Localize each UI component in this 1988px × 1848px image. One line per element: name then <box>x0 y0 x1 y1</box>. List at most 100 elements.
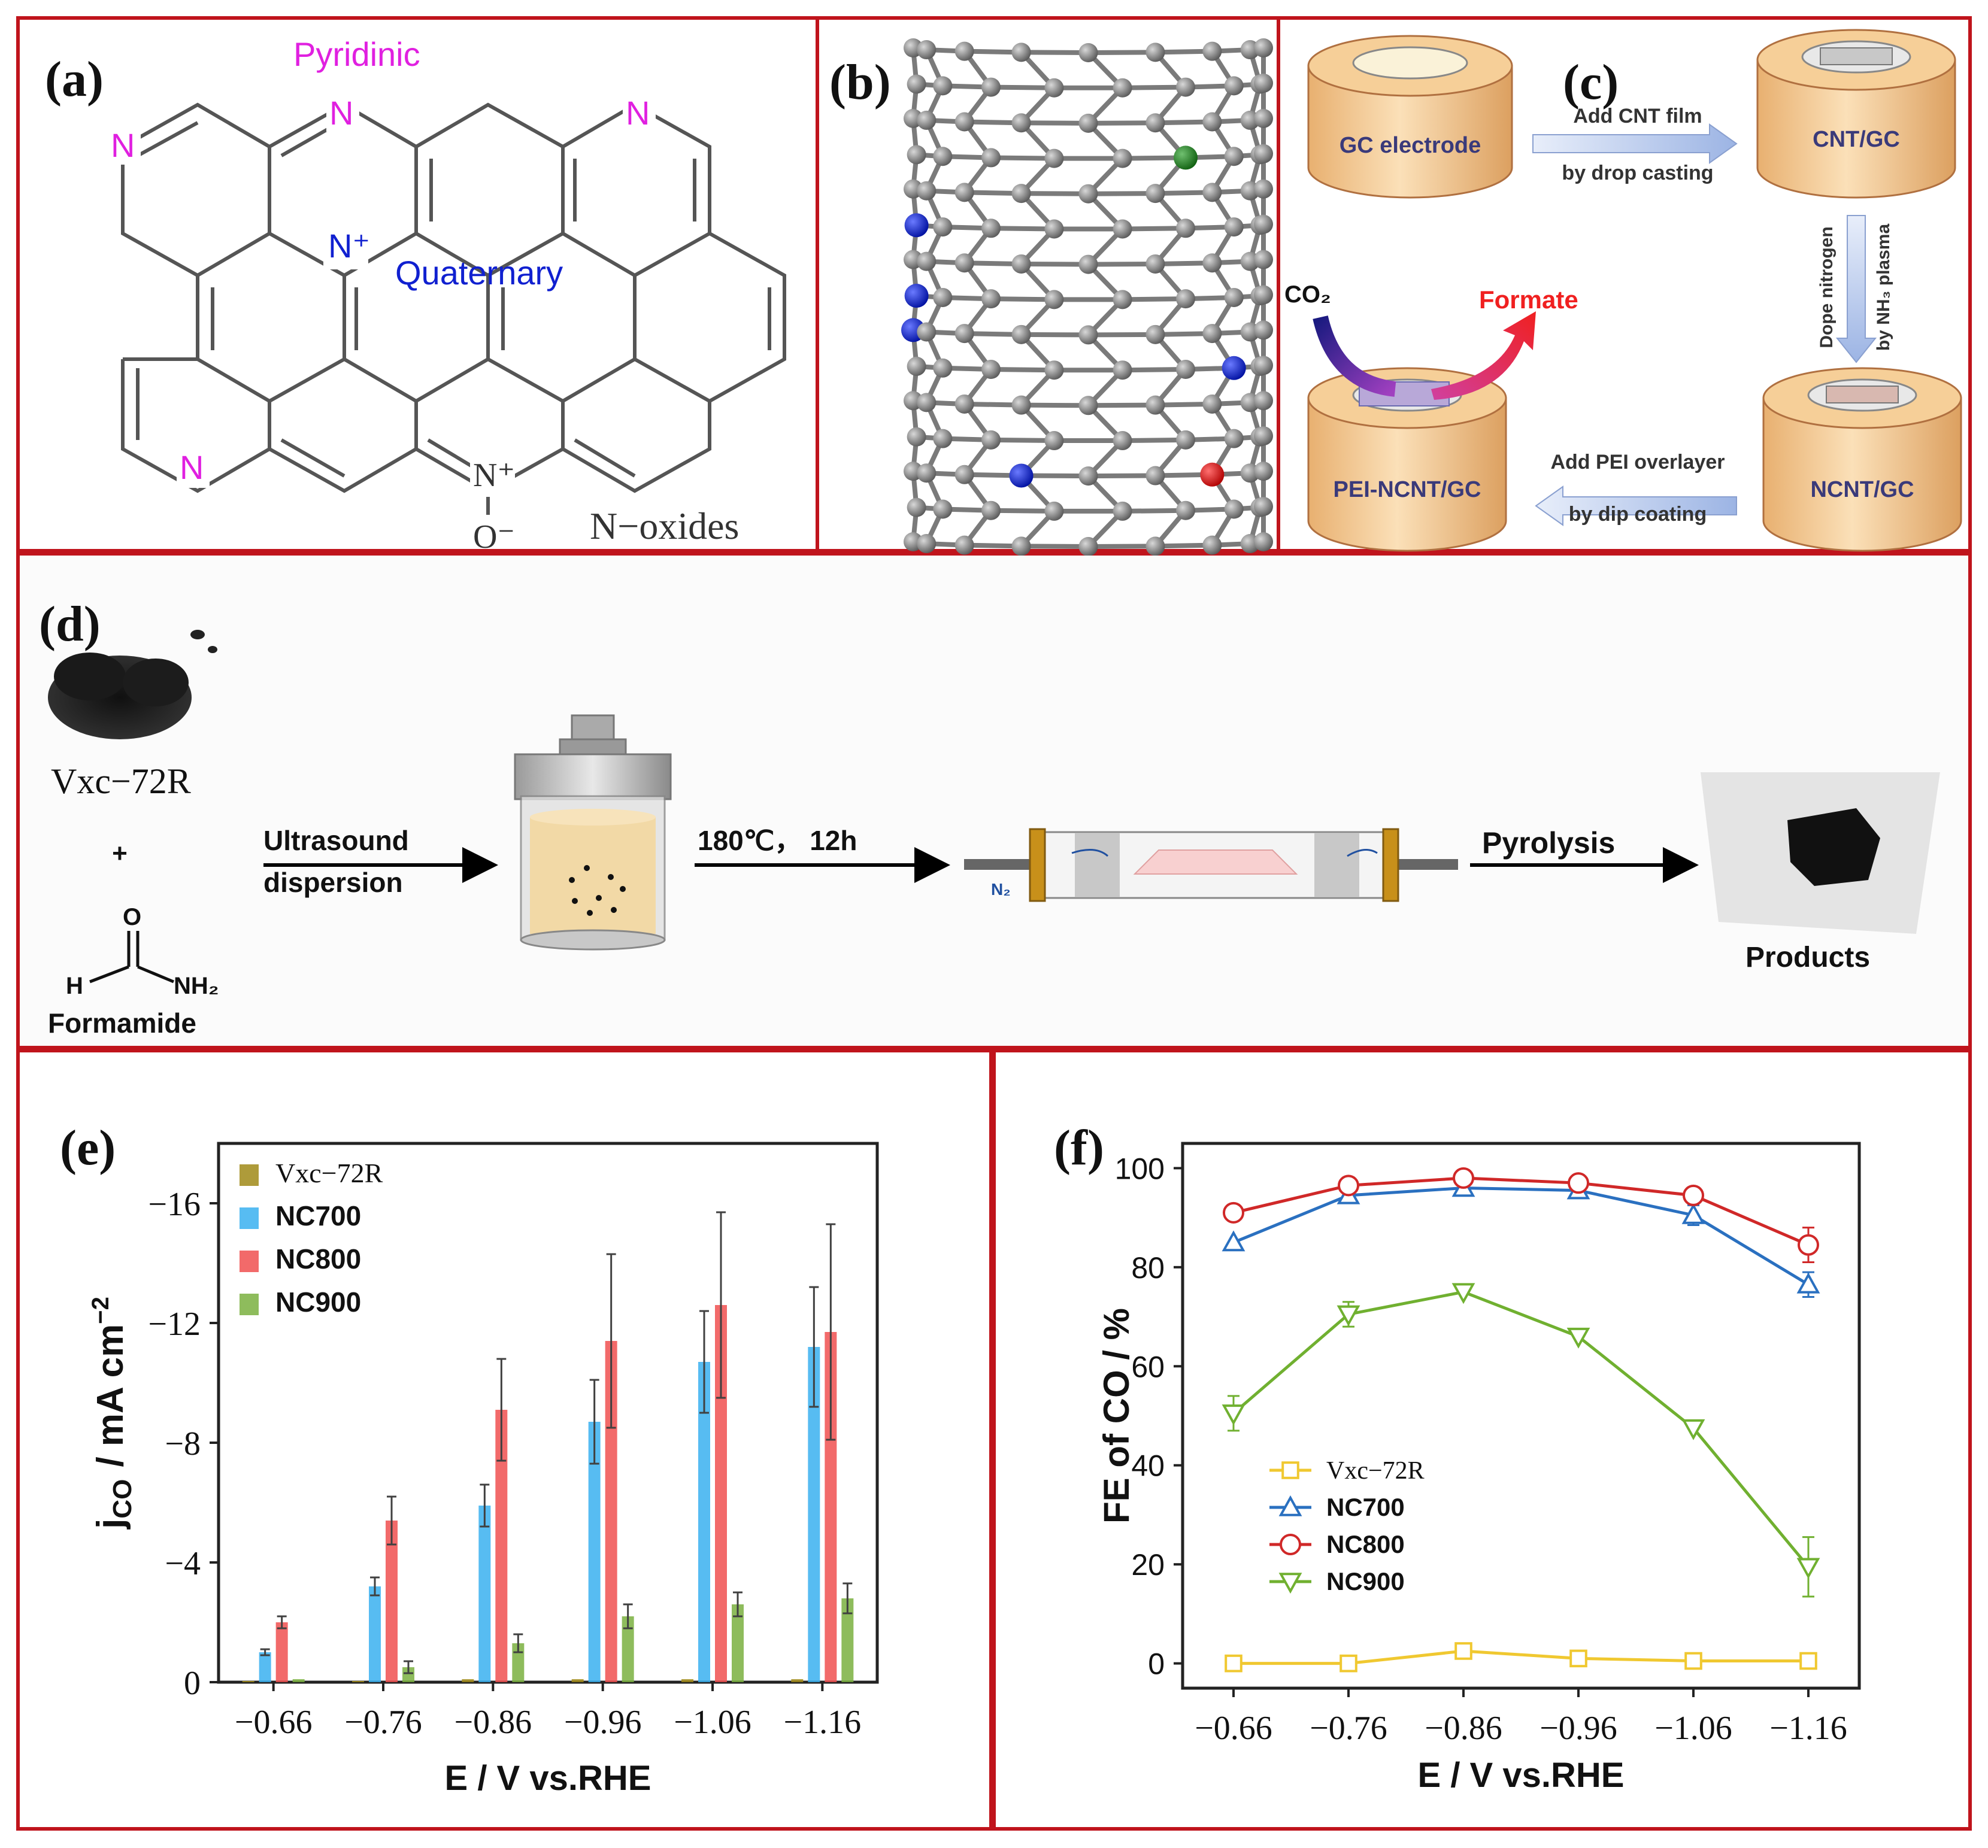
y-tick-label: 40 <box>1131 1449 1165 1483</box>
pei-ncnt-gc-cylinder: PEI-NCNT/GC <box>1307 367 1507 552</box>
carbon-atom <box>1113 78 1132 98</box>
chart-e-ylabel: jCO/ mA cm−2 <box>87 1297 137 1530</box>
carbon-atom <box>1113 501 1132 521</box>
bar-NC800 <box>495 1410 508 1682</box>
marker-square <box>1454 1642 1472 1660</box>
carbon-atom <box>917 181 937 201</box>
carbon-atom <box>1224 147 1244 166</box>
carbon-atom <box>1044 78 1064 98</box>
carbon-atom <box>954 324 974 344</box>
carbon-powder-image <box>48 630 217 739</box>
marker-circle <box>1280 1534 1301 1555</box>
chart-e-bars <box>242 1211 854 1682</box>
dopant-atom <box>1200 462 1225 487</box>
co2-arrow <box>1313 315 1396 397</box>
carbon-atom <box>907 497 926 517</box>
chart-e-ylabel-j: j <box>90 1519 131 1530</box>
marker-square <box>1225 1654 1242 1673</box>
tube-bond <box>1088 544 1156 549</box>
legend-swatch <box>240 1294 259 1315</box>
carbon-atom <box>1011 254 1031 274</box>
bar-Vxc−72R <box>352 1681 364 1682</box>
carbon-atom <box>1224 429 1244 448</box>
x-tick-label: −1.06 <box>1654 1710 1732 1747</box>
panel-b: (b) <box>829 38 1273 556</box>
carbon-atom <box>1011 43 1031 62</box>
chart-e-ylabel-sup: −2 <box>87 1297 114 1324</box>
x-tick-label: −0.66 <box>1195 1710 1272 1747</box>
marker-circle <box>1798 1234 1819 1256</box>
carbon-atom <box>907 427 926 447</box>
frame-c <box>1277 16 1972 553</box>
legend-label: NC700 <box>1326 1493 1405 1521</box>
carbon-atom <box>917 251 937 271</box>
marker-square <box>1799 1652 1817 1670</box>
tube-bond <box>1088 402 1156 408</box>
carbon-atom <box>981 360 1001 380</box>
marker-triangle-up <box>1222 1230 1245 1252</box>
carbon-atom <box>1011 395 1031 415</box>
carbon-atom <box>1145 43 1165 62</box>
tube-bond <box>1122 367 1186 373</box>
carbon-atom <box>917 322 937 342</box>
marker-circle <box>1453 1167 1474 1189</box>
x-tick-label: −1.16 <box>784 1704 862 1741</box>
formamide-o: O <box>123 904 141 930</box>
frame-d <box>16 552 1972 1049</box>
carbon-atom <box>1011 184 1031 204</box>
carbon-atom <box>954 112 974 132</box>
panel-b-label: (b) <box>829 54 891 110</box>
carbon-atom <box>1044 219 1064 239</box>
y-tick-label: −16 <box>148 1186 201 1223</box>
legend-swatch <box>240 1251 259 1272</box>
carbon-atom <box>1176 500 1196 520</box>
bar-NC700 <box>478 1506 491 1682</box>
ncnt-gc-cylinder: NCNT/GC <box>1762 367 1962 552</box>
bar-NC700 <box>369 1586 381 1682</box>
carbon-atom <box>1113 148 1132 168</box>
carbon-atom <box>1176 77 1196 97</box>
marker-triangle-down <box>1566 1327 1590 1349</box>
carbon-atom <box>981 77 1001 97</box>
carbon-atom <box>954 465 974 484</box>
tube-bond <box>1122 437 1186 444</box>
carbon-atom <box>1044 501 1064 521</box>
carbon-atom <box>1254 38 1273 57</box>
carbon-atom <box>917 110 937 130</box>
marker-circle <box>1683 1184 1704 1206</box>
dopant-atom <box>1174 145 1198 170</box>
carbon-atom <box>981 148 1001 168</box>
bar-NC800 <box>825 1332 837 1682</box>
legend-label: NC800 <box>1326 1530 1405 1558</box>
carbon-atom <box>933 287 953 307</box>
ultrasound-line1: Ultrasound <box>263 825 409 856</box>
panel-d: (d) Vxc−72R + O H NH₂ Formamide Ultrasou… <box>20 556 1968 1046</box>
tube-bond <box>990 84 1054 90</box>
carbon-atom <box>1078 537 1098 556</box>
carbon-atom <box>1254 108 1273 128</box>
marker-triangle-down <box>1278 1573 1302 1594</box>
formamide-h: H <box>66 973 83 999</box>
chart-f-plot-area <box>1181 1142 1861 1690</box>
quaternary-n: N⁺ <box>328 227 370 265</box>
frame-e <box>16 1049 993 1831</box>
chart-e-ylabel-sub: CO <box>108 1479 137 1519</box>
tube-bond <box>1021 191 1089 196</box>
y-tick-label: 0 <box>184 1665 201 1702</box>
products-label: Products <box>1745 942 1870 973</box>
carbon-atom <box>1254 426 1273 446</box>
carbon-atom <box>1254 532 1273 551</box>
bar-Vxc−72R <box>571 1679 584 1682</box>
quaternary-label: Quaternary <box>395 254 563 292</box>
carbon-atom <box>1202 394 1222 414</box>
x-tick-label: −0.96 <box>1540 1710 1617 1747</box>
formamide-nh2: NH₂ <box>174 973 219 999</box>
marker-triangle-down <box>1337 1305 1360 1327</box>
plus-sign: + <box>112 839 128 868</box>
step1-line1: Add CNT film <box>1573 105 1702 128</box>
arrow-step3 <box>1535 485 1737 526</box>
carbon-atom <box>954 41 974 61</box>
carbon-atom <box>933 217 953 237</box>
y-tick-label: 80 <box>1131 1251 1165 1285</box>
carbon-atom <box>1044 431 1064 451</box>
